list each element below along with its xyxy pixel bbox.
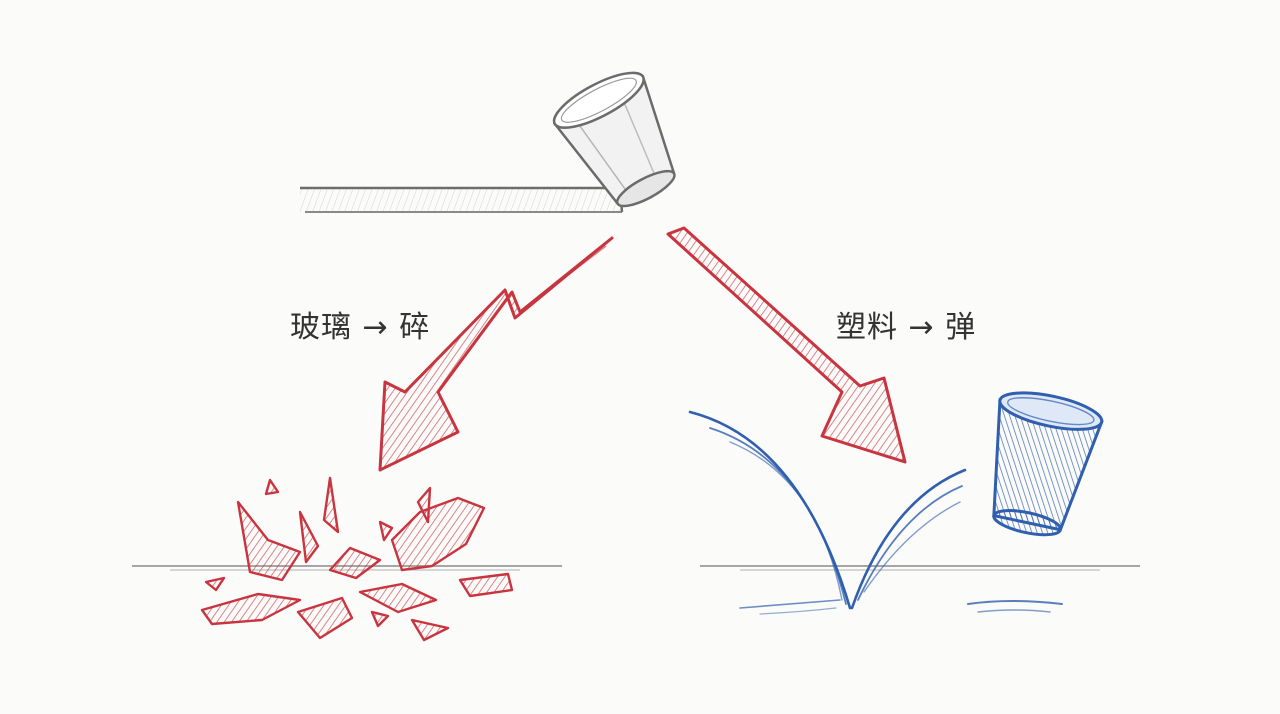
cup-icon <box>552 71 676 208</box>
ground-line-right <box>700 565 1140 571</box>
cup-icon <box>992 391 1104 537</box>
glass-breaks-label: 玻璃 → 碎 <box>290 310 431 345</box>
bounce-trail-icon <box>688 410 1063 615</box>
lightning-arrow-icon <box>378 236 614 472</box>
arrow-icon <box>666 226 907 464</box>
plastic-bounces-label: 塑料 → 弹 <box>836 310 977 345</box>
table-edge <box>300 186 624 213</box>
glass-shards-icon <box>200 476 514 642</box>
